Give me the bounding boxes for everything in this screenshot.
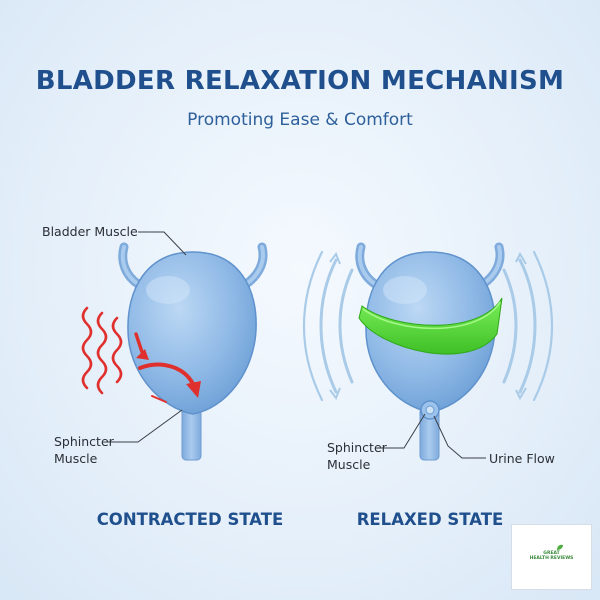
heat-waves-icon <box>81 306 123 395</box>
relaxation-waves-icon <box>303 250 553 402</box>
left-sphincter-label-line1: Sphincter <box>54 434 114 449</box>
logo-text: GREAT HEALTH REVIEWS <box>512 551 591 561</box>
page-subtitle: Promoting Ease & Comfort <box>187 110 413 130</box>
right-sphincter-leader <box>376 413 426 449</box>
right-bladder <box>355 242 505 461</box>
contraction-arrow-icon <box>134 332 201 403</box>
right-sphincter-label-line1: Sphincter <box>327 440 387 455</box>
page-title: BLADDER RELAXATION MECHANISM <box>35 66 565 96</box>
leaf-icon <box>557 544 563 550</box>
relaxation-band <box>358 297 503 355</box>
left-sphincter-leader <box>106 409 183 443</box>
left-bladder <box>118 242 268 461</box>
contracted-state-label: CONTRACTED STATE <box>96 510 284 529</box>
urine-flow-label: Urine Flow <box>489 451 555 466</box>
left-sphincter-label-line2: Muscle <box>54 451 98 466</box>
relaxed-state-label: RELAXED STATE <box>356 510 504 529</box>
bladder-muscle-leader <box>138 231 187 256</box>
urine-flow-leader <box>433 415 486 459</box>
brand-logo: GREAT HEALTH REVIEWS <box>511 524 592 590</box>
right-sphincter-label-line2: Muscle <box>327 457 371 472</box>
logo-line1: GREAT <box>543 551 560 556</box>
right-sphincter-label: Sphincter Muscle <box>327 439 387 473</box>
bladder-muscle-label: Bladder Muscle <box>42 224 138 239</box>
logo-line2: HEALTH REVIEWS <box>529 556 574 561</box>
left-sphincter-label: Sphincter Muscle <box>54 433 114 467</box>
